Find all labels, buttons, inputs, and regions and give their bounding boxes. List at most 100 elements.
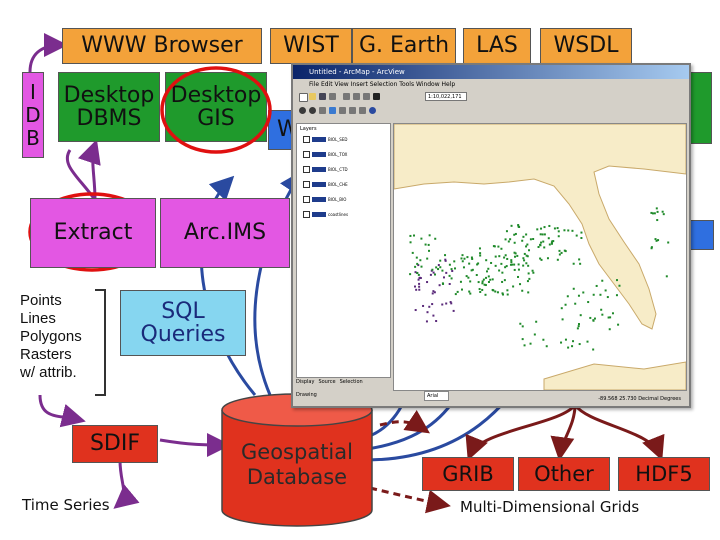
full-extent-icon[interactable] bbox=[329, 107, 336, 114]
sample-point bbox=[586, 340, 589, 343]
sample-point bbox=[531, 269, 534, 272]
arcmap-window[interactable]: Untitled - ArcMap - ArcView File Edit Vi… bbox=[291, 63, 691, 408]
open-icon[interactable] bbox=[309, 93, 316, 100]
delete-icon[interactable] bbox=[373, 93, 380, 100]
sample-point bbox=[510, 224, 513, 227]
toc-layer[interactable]: BIOL_SED bbox=[303, 136, 347, 143]
sample-point bbox=[547, 237, 550, 240]
select-icon[interactable] bbox=[359, 107, 366, 114]
sample-point bbox=[513, 263, 516, 266]
sample-point bbox=[487, 267, 490, 270]
sample-point bbox=[504, 266, 507, 269]
sample-point bbox=[523, 344, 526, 347]
sample-point bbox=[656, 219, 659, 222]
drawing-menu[interactable]: Drawing bbox=[296, 392, 317, 398]
pan-icon[interactable] bbox=[319, 107, 326, 114]
sample-point bbox=[517, 224, 520, 227]
map-view[interactable] bbox=[393, 123, 687, 391]
sample-point bbox=[513, 233, 516, 236]
scale-field[interactable]: 1:10,022,171 bbox=[425, 92, 467, 101]
layer-checkbox[interactable] bbox=[303, 166, 310, 173]
arcmap-toolbar[interactable]: 1:10,022,171 bbox=[295, 91, 687, 123]
back-icon[interactable] bbox=[339, 107, 346, 114]
print-icon[interactable] bbox=[329, 93, 336, 100]
sample-point bbox=[425, 320, 428, 323]
toc-layer[interactable]: BIOL_CTD bbox=[303, 166, 348, 173]
sample-point bbox=[426, 311, 429, 314]
paste-icon[interactable] bbox=[363, 93, 370, 100]
sample-point bbox=[413, 234, 416, 237]
arcmap-menu-bar[interactable]: File Edit View Insert Selection Tools Wi… bbox=[293, 79, 689, 91]
arrow-brace bbox=[38, 394, 86, 428]
table-of-contents[interactable]: Layers BIOL_SED BIOL_TOX BIOL_CTD BIOL_C… bbox=[296, 123, 391, 378]
sample-point bbox=[409, 241, 412, 244]
sample-point bbox=[513, 251, 516, 254]
sample-point bbox=[486, 270, 489, 273]
sample-point bbox=[523, 259, 526, 262]
sample-point bbox=[536, 228, 539, 231]
sample-point bbox=[517, 275, 520, 278]
font-select[interactable]: Arial bbox=[424, 391, 450, 401]
tab-selection[interactable]: Selection bbox=[339, 379, 363, 385]
sample-point bbox=[521, 338, 524, 341]
sample-point bbox=[444, 258, 447, 261]
sample-point bbox=[450, 268, 453, 271]
identify-icon[interactable] bbox=[369, 107, 376, 114]
layer-checkbox[interactable] bbox=[303, 151, 310, 158]
sample-point bbox=[501, 280, 504, 283]
status-bar: -89.568 25.730 Decimal Degrees bbox=[293, 392, 689, 406]
sample-point bbox=[572, 340, 575, 343]
toc-layer[interactable]: coastlines bbox=[303, 211, 348, 218]
toc-layer[interactable]: BIOL_TOX bbox=[303, 151, 347, 158]
grib-label: GRIB bbox=[442, 461, 494, 486]
toc-header-label: Layers bbox=[300, 126, 317, 132]
sample-point bbox=[450, 277, 453, 280]
sample-point bbox=[477, 281, 480, 284]
zoom-out-icon[interactable] bbox=[309, 107, 316, 114]
other-box: Other bbox=[518, 457, 610, 491]
copy-icon[interactable] bbox=[353, 93, 360, 100]
sample-point bbox=[444, 254, 447, 257]
sample-point bbox=[539, 243, 542, 246]
zoom-in-icon[interactable] bbox=[299, 107, 306, 114]
sample-point bbox=[618, 284, 621, 287]
sample-point bbox=[604, 289, 607, 292]
sample-point bbox=[537, 246, 540, 249]
forward-icon[interactable] bbox=[349, 107, 356, 114]
layer-checkbox[interactable] bbox=[303, 181, 310, 188]
sample-point bbox=[600, 308, 603, 311]
toc-layer[interactable]: BIOL_CHE bbox=[303, 181, 348, 188]
save-icon[interactable] bbox=[319, 93, 326, 100]
tab-source[interactable]: Source bbox=[318, 379, 336, 385]
idb-label: I D B bbox=[25, 79, 41, 150]
arcmap-title-bar[interactable]: Untitled - ArcMap - ArcView bbox=[293, 65, 689, 79]
toc-layer[interactable]: BIOL_BIO bbox=[303, 196, 346, 203]
sample-point bbox=[482, 278, 485, 281]
sample-point bbox=[560, 341, 563, 344]
sample-point bbox=[609, 316, 612, 319]
new-icon[interactable] bbox=[299, 93, 308, 102]
sample-point bbox=[475, 274, 478, 277]
arcmap-menu-items[interactable]: File Edit View Insert Selection Tools Wi… bbox=[309, 81, 456, 88]
layer-checkbox[interactable] bbox=[303, 211, 310, 218]
sample-point bbox=[575, 234, 578, 237]
draw-toolbar[interactable]: Drawing Arial bbox=[296, 391, 686, 401]
layer-swatch bbox=[312, 167, 326, 172]
toc-header[interactable]: Layers bbox=[300, 126, 317, 133]
sample-point bbox=[431, 268, 434, 271]
sample-point bbox=[517, 263, 520, 266]
sample-point bbox=[471, 257, 474, 260]
layer-checkbox[interactable] bbox=[303, 196, 310, 203]
sample-point bbox=[517, 225, 520, 228]
cut-icon[interactable] bbox=[343, 93, 350, 100]
sample-point bbox=[451, 270, 454, 273]
sample-point bbox=[439, 266, 442, 269]
time-series-label: Time Series bbox=[22, 496, 110, 514]
sample-point bbox=[445, 302, 448, 305]
layer-checkbox[interactable] bbox=[303, 136, 310, 143]
sample-point bbox=[601, 313, 604, 316]
tab-display[interactable]: Display bbox=[296, 379, 315, 385]
sample-point bbox=[419, 277, 422, 280]
www-browser-box: WWW Browser bbox=[62, 28, 262, 64]
